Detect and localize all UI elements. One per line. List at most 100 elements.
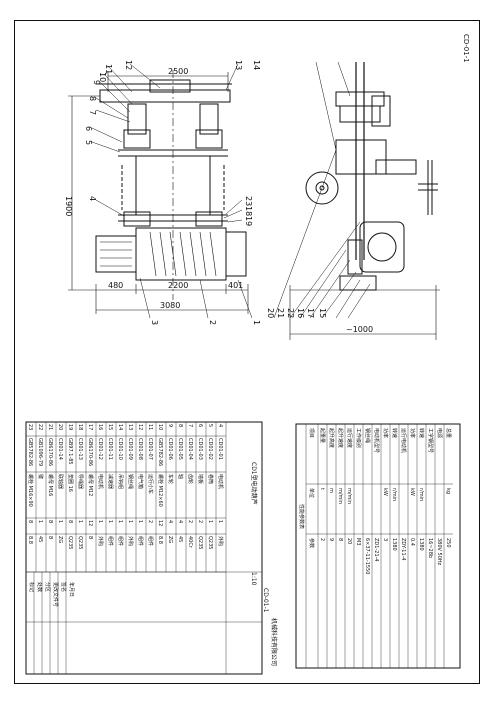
spec-cell: M3 — [355, 538, 361, 546]
parts-cell: 8 — [47, 520, 53, 523]
title-block-text: 年月日 — [68, 582, 75, 597]
part-label: 12 — [124, 60, 133, 70]
part-label: 1 — [252, 320, 261, 325]
parts-cell: CD01-04 — [187, 438, 193, 460]
parts-cell: 键 — [37, 474, 44, 479]
parts-cell: 1 — [207, 520, 213, 523]
parts-cell: 齿轮 — [187, 474, 194, 484]
parts-cell: CD01-10 — [117, 438, 123, 460]
part-label: 5 — [84, 140, 93, 145]
spec-cell: t — [319, 488, 325, 490]
parts-cell: 11 — [147, 424, 153, 430]
parts-cell: 2 — [147, 520, 153, 523]
part-label: 16 — [296, 308, 305, 318]
parts-cell: 组件 — [117, 536, 124, 546]
title-block-text: 机械科技有限公司 — [270, 618, 278, 666]
parts-cell: 2 — [187, 520, 193, 523]
parts-cell: 导绳器 — [77, 474, 84, 489]
parts-cell: 5 — [207, 424, 213, 427]
spec-cell: 380V 50Hz — [436, 538, 442, 566]
parts-cell: CD01-11 — [107, 438, 113, 460]
parts-cell: 22 — [37, 424, 43, 430]
part-label: 14 — [252, 60, 261, 70]
parts-cell: 1 — [137, 520, 143, 523]
parts-cell: 电动机 — [217, 474, 224, 489]
title-block-text: 处数 — [36, 582, 43, 592]
dim-2200: 2200 — [168, 281, 188, 290]
parts-cell: 1 — [57, 520, 63, 523]
parts-cell: 40Cr — [187, 536, 193, 549]
side-motor — [359, 221, 405, 273]
dim-side-width: ~1000 — [346, 325, 373, 334]
title-block-text: CD1型电动葫芦 — [250, 462, 258, 505]
parts-cell: 7 — [187, 424, 193, 427]
parts-cell: GB5782-86 — [157, 438, 163, 466]
spec-cell: 钢丝绳 — [364, 428, 371, 443]
title-block-text: 1:10 — [250, 572, 257, 586]
title-block-text: 分区 — [44, 582, 51, 592]
spec-cell: m/min — [337, 488, 343, 504]
spec-cell: 起升高度 — [328, 428, 335, 448]
part-label: 6 — [84, 126, 93, 131]
spec-cell: 起升速度 — [337, 428, 344, 448]
parts-cell: 垫圈 16 — [67, 474, 74, 492]
part-label: 7 — [88, 110, 97, 115]
spec-cell: 单位 — [308, 488, 315, 498]
parts-cell: 21 — [47, 424, 53, 430]
parts-cell: 8 — [27, 520, 33, 523]
parts-cell: CD01-05 — [177, 438, 183, 460]
part-label: 4 — [88, 196, 97, 201]
parts-cell: 12 — [137, 424, 143, 430]
drum-body — [135, 227, 227, 281]
parts-cell: 车轮 — [167, 474, 174, 484]
parts-cell: 14 — [117, 424, 123, 430]
spec-cell: ZD1-21-4 — [373, 538, 379, 562]
parts-cell: 10 — [157, 424, 163, 430]
title-block-text: 标记 — [28, 582, 35, 592]
motor-body — [95, 235, 137, 273]
title-block-text: 签名 — [60, 582, 67, 592]
parts-cell: 2 — [197, 520, 203, 523]
parts-cell: CD01-09 — [127, 438, 133, 460]
parts-cell: 8 — [177, 424, 183, 427]
parts-cell: 20 — [57, 424, 63, 430]
parts-cell: Q235 — [207, 536, 213, 549]
spec-cell: 1380 — [418, 538, 424, 551]
part-label: 13 — [234, 60, 243, 70]
spec-cell: m — [328, 488, 334, 493]
spec-cell: 9 — [328, 538, 334, 541]
parts-cell: 17 — [87, 424, 93, 430]
part-label: 10 — [98, 72, 107, 82]
spec-cell: 3 — [382, 538, 388, 541]
part-label: 18 — [244, 206, 253, 216]
parts-cell: 12 — [87, 520, 93, 526]
parts-cell: 运行小车 — [147, 474, 154, 494]
spec-table: 性能参数表项目单位参数起重量t2起升高度m9起升速度m/min8运行速度m/mi… — [295, 423, 461, 669]
parts-cell: 联轴器 — [57, 474, 64, 489]
part-label: 17 — [306, 308, 315, 318]
parts-cell: 1 — [107, 520, 113, 523]
parts-cell: Q235 — [197, 536, 203, 549]
parts-cell: 4 — [217, 424, 223, 427]
spec-cell: 8 — [337, 538, 343, 541]
parts-cell: 4 — [177, 520, 183, 523]
parts-cell: CD01-08 — [137, 438, 143, 460]
spec-cell: r/min — [418, 488, 424, 501]
parts-cell: CD01-06 — [167, 438, 173, 460]
parts-cell: 外购 — [97, 536, 104, 546]
parts-cell: 1 — [37, 520, 43, 523]
spec-cell: 转速 — [418, 428, 425, 438]
spec-cell: 6×37-11-1550 — [364, 538, 370, 574]
spec-cell: 工作级别 — [355, 428, 362, 448]
parts-cell: CD01-03 — [197, 438, 203, 460]
spec-cell: 起重量 — [319, 428, 326, 443]
parts-cell: 外购 — [127, 536, 134, 546]
spec-cell: 20 — [346, 538, 352, 544]
part-label: 23 — [244, 196, 253, 206]
part-label: 22 — [286, 308, 295, 318]
parts-cell: CD01-13 — [77, 438, 83, 460]
parts-cell: 8 — [47, 536, 53, 539]
parts-cell: 18 — [77, 424, 83, 430]
part-label: 15 — [318, 308, 327, 318]
part-label: 11 — [104, 64, 113, 74]
